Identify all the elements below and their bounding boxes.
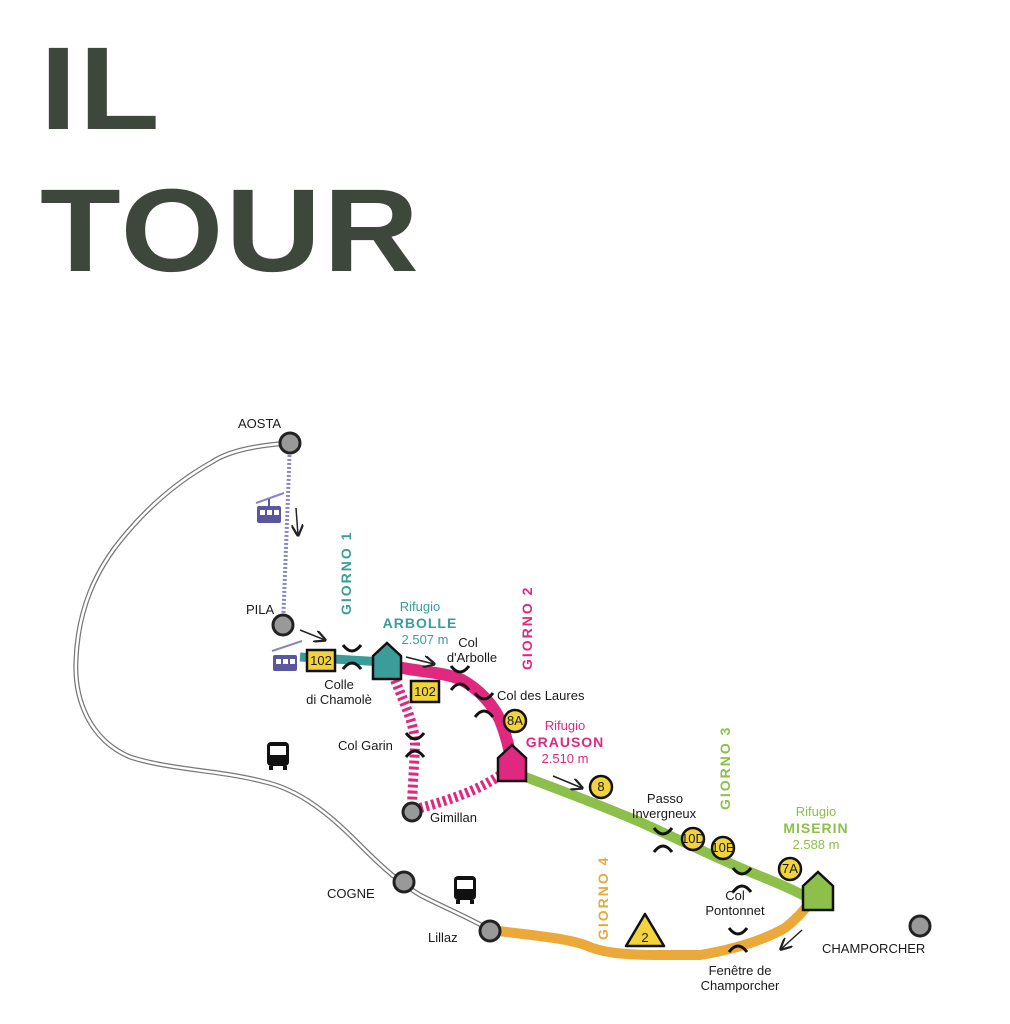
trail-102-box: 102	[305, 648, 337, 673]
hut-miserin-label: Rifugio MISERIN 2.588 m	[783, 804, 848, 852]
bus-icon	[267, 742, 289, 770]
direction-arrow	[296, 507, 298, 535]
svg-text:10D: 10D	[681, 831, 705, 846]
variant-route	[390, 678, 508, 813]
pila-marker	[271, 613, 295, 637]
trail-102-box: 102	[409, 679, 441, 704]
day-2-label: GIORNO 2	[519, 586, 535, 670]
town-aosta: AOSTA	[238, 416, 281, 431]
town-lillaz: Lillaz	[428, 930, 458, 945]
cable-car-line	[281, 442, 292, 626]
svg-text:2.588 m: 2.588 m	[793, 837, 840, 852]
gimillan-marker	[401, 801, 423, 823]
svg-text:102: 102	[310, 653, 332, 668]
svg-text:ARBOLLE: ARBOLLE	[383, 615, 458, 631]
town-champorcher: CHAMPORCHER	[822, 941, 925, 956]
svg-text:10E: 10E	[711, 840, 734, 855]
day4-route	[489, 896, 816, 960]
chairlift-icon	[271, 640, 303, 671]
title-line-2: TOUR	[40, 165, 421, 297]
pass-col-des-laures: Col des Laures	[497, 688, 585, 703]
trail-8a-badge: 8A	[502, 708, 528, 734]
road	[73, 440, 492, 933]
svg-text:2.510 m: 2.510 m	[542, 751, 589, 766]
direction-arrow	[405, 657, 434, 664]
bus-icon	[454, 876, 476, 904]
town-cogne: COGNE	[327, 886, 375, 901]
hut-miserin-icon	[801, 870, 835, 912]
hut-grauson-icon	[496, 743, 528, 783]
hut-grauson-label: Rifugio GRAUSON 2.510 m	[526, 718, 605, 766]
svg-text:Rifugio: Rifugio	[796, 804, 836, 819]
trail-8-badge: 8	[588, 774, 614, 800]
svg-text:2.507 m: 2.507 m	[402, 632, 449, 647]
day2-route	[390, 660, 518, 766]
hut-arbolle-label: Rifugio ARBOLLE 2.507 m	[383, 599, 458, 647]
trail-10d-badge: 10D	[680, 826, 706, 852]
cogne-marker	[392, 870, 416, 894]
day-3-label: GIORNO 3	[717, 726, 733, 810]
hut-arbolle-icon	[371, 641, 403, 681]
trail-10e-badge: 10E	[710, 835, 736, 861]
svg-text:8: 8	[597, 779, 604, 794]
day-1-label: GIORNO 1	[338, 531, 354, 615]
direction-arrow	[552, 775, 582, 788]
title-line-1: IL	[40, 23, 162, 155]
svg-text:7A: 7A	[782, 861, 798, 876]
aosta-marker	[278, 431, 302, 455]
direction-arrow	[781, 929, 803, 949]
town-pila: PILA	[246, 602, 275, 617]
day3-route	[510, 767, 815, 905]
cable-car-icon	[255, 492, 285, 523]
town-gimillan: Gimillan	[430, 810, 477, 825]
svg-text:Rifugio: Rifugio	[545, 718, 585, 733]
svg-text:GRAUSON: GRAUSON	[526, 734, 605, 750]
trail-7a-badge: 7A	[777, 856, 803, 882]
svg-text:MISERIN: MISERIN	[783, 820, 848, 836]
champorcher-marker	[908, 914, 932, 938]
lillaz-marker	[478, 919, 502, 943]
trail-2-triangle: 2	[624, 912, 666, 948]
day-4-label: GIORNO 4	[595, 856, 611, 940]
svg-text:Rifugio: Rifugio	[400, 599, 440, 614]
pass-col-garin: Col Garin	[338, 738, 393, 753]
svg-text:2: 2	[641, 930, 648, 945]
svg-text:8A: 8A	[507, 713, 523, 728]
direction-arrow	[299, 629, 325, 640]
svg-text:102: 102	[414, 684, 436, 699]
